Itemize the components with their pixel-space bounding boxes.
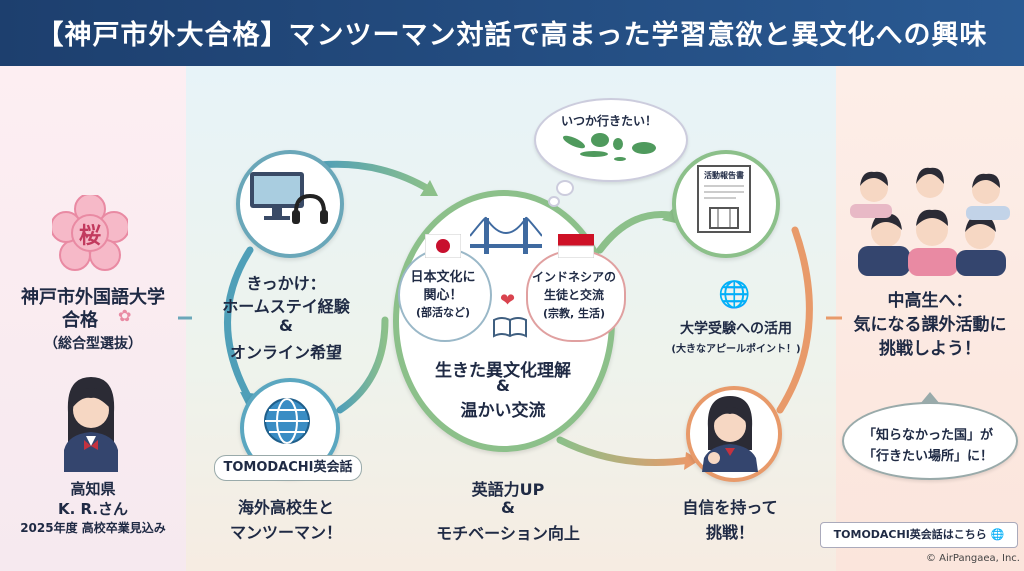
thought-text: いつか行きたい！ bbox=[560, 114, 657, 128]
admission-type: （総合型選抜） bbox=[44, 336, 142, 352]
outcome-line2: モチベーション向上 bbox=[436, 524, 580, 543]
right-panel bbox=[836, 66, 1024, 571]
student-prefecture: 高知県 bbox=[70, 480, 116, 498]
report-doc-label: 活動報告書 bbox=[704, 171, 744, 180]
right-line2: 気になる課外活動に bbox=[853, 315, 1007, 335]
copyright: © AirPangaea, Inc. bbox=[925, 553, 1020, 564]
thought-bubble bbox=[534, 98, 688, 182]
right-line1: 中高生へ： bbox=[887, 291, 973, 311]
trigger-amp: & bbox=[279, 316, 293, 335]
sakura-badge-label: 桜 bbox=[78, 224, 101, 249]
book-icon bbox=[493, 317, 527, 338]
student-avatar bbox=[64, 377, 118, 472]
arrow-service-to-center bbox=[336, 316, 389, 414]
japan-line3: (部活など) bbox=[415, 306, 471, 319]
tomodachi-link-label: TOMODACHI英会話はこちら bbox=[833, 528, 987, 541]
quote-bubble-tail bbox=[920, 392, 940, 404]
confident-student-avatar bbox=[702, 396, 758, 472]
center-main-amp: & bbox=[496, 376, 510, 395]
university-pass: 合格 bbox=[62, 310, 98, 331]
indonesia-line3: (宗教, 生活) bbox=[542, 307, 606, 320]
center-main-line2: 温かい交流 bbox=[460, 401, 546, 421]
thought-dot-1 bbox=[556, 180, 574, 196]
arrow-trigger-to-center bbox=[316, 160, 434, 194]
outcome-line1: 英語力UP bbox=[471, 480, 545, 499]
japan-bubble bbox=[398, 248, 492, 342]
arrow-center-to-report bbox=[596, 210, 674, 254]
activity-report-icon bbox=[697, 165, 751, 233]
bridge-icon bbox=[470, 216, 542, 254]
report-line1: 大学受験への活用 bbox=[680, 321, 792, 337]
heart-icon: ❤ bbox=[500, 290, 516, 311]
computer-headset-icon bbox=[250, 172, 328, 224]
japan-line1: 日本文化に bbox=[410, 270, 476, 285]
japan-line2: 関心！ bbox=[423, 288, 463, 303]
sakura-icon bbox=[52, 195, 128, 271]
left-panel bbox=[0, 66, 186, 571]
report-line2: (大きなアピールポイント！) bbox=[671, 344, 801, 355]
small-sakura-icon: ✿ bbox=[118, 306, 132, 325]
link-globe-icon: 🌐 bbox=[990, 528, 1005, 541]
arrow-down-trigger-service bbox=[224, 246, 254, 404]
arrow-center-to-confidence bbox=[556, 436, 694, 466]
trigger-online: オンライン希望 bbox=[229, 343, 342, 362]
right-line3: 挑戦しよう！ bbox=[879, 339, 981, 359]
tomodachi-link-button[interactable]: TOMODACHI英会話はこちら 🌐 bbox=[820, 522, 1018, 548]
students-group-illustration bbox=[850, 167, 1010, 276]
service-line1: 海外高校生と bbox=[237, 498, 334, 517]
header-bar: 【神戸市外大合格】マンツーマン対話で高まった学習意欲と異文化への興味 bbox=[0, 0, 1024, 66]
trigger-homestay: ホームステイ経験 bbox=[222, 297, 350, 316]
quote-line2: 「行きたい場所」に！ bbox=[862, 449, 993, 464]
outcome-amp: & bbox=[501, 498, 515, 517]
page-title: 【神戸市外大合格】マンツーマン対話で高まった学習意欲と異文化への興味 bbox=[36, 20, 988, 51]
graduation-year: 2025年度 高校卒業見込み bbox=[20, 521, 166, 535]
tomodachi-badge: TOMODACHI英会話 bbox=[214, 455, 362, 481]
indonesia-map-icon bbox=[562, 133, 656, 161]
confidence-line1: 自信を持って bbox=[682, 498, 778, 517]
service-line2: マンツーマン！ bbox=[229, 523, 342, 542]
japan-flag-icon bbox=[425, 234, 461, 258]
university-name: 神戸市外国語大学 bbox=[21, 287, 165, 308]
student-name: K. R.さん bbox=[57, 500, 129, 518]
quote-line1: 「知らなかった国」が bbox=[862, 428, 993, 443]
indonesia-flag-icon bbox=[558, 234, 594, 258]
indonesia-line1: インドネシアの bbox=[531, 270, 616, 284]
trigger-label: きっかけ： bbox=[246, 274, 326, 293]
center-main-line1: 生きた異文化理解 bbox=[435, 361, 571, 381]
arrow-report-down bbox=[776, 226, 813, 414]
indonesia-line2: 生徒と交流 bbox=[543, 288, 604, 302]
thought-dot-2 bbox=[548, 196, 560, 207]
confidence-line2: 挑戦！ bbox=[705, 523, 754, 542]
globe-icon bbox=[264, 398, 310, 444]
globe-small-icon: 🌐 bbox=[718, 280, 751, 310]
